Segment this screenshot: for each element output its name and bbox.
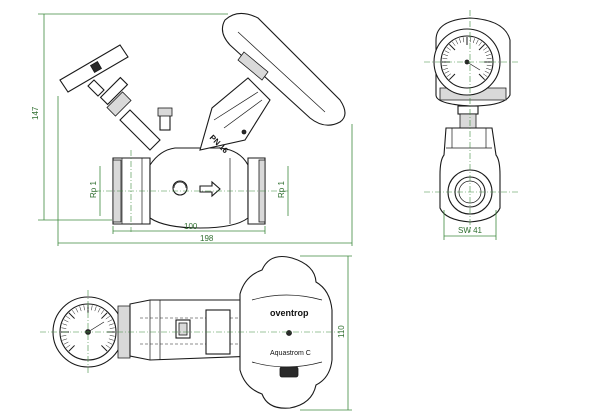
gauge-tick — [61, 327, 67, 329]
gauge-tick — [452, 41, 456, 46]
gauge-tick — [62, 323, 68, 326]
gauge-tick — [66, 315, 71, 320]
gauge-tick — [75, 307, 79, 313]
gauge-tick — [101, 312, 108, 319]
top-handwheel — [239, 255, 333, 409]
gauge-tick — [79, 306, 82, 312]
dim-port-spacing: 100 — [184, 222, 198, 231]
gauge-tick — [446, 73, 451, 77]
dim-wrench-size: SW 41 — [458, 226, 483, 235]
gauge-tick — [68, 345, 75, 352]
gauge-tick — [105, 315, 110, 320]
gauge-tick — [108, 323, 114, 326]
top-view: oventrop Aquastrom C 110 — [40, 255, 352, 411]
dim-thread-right: Rp 1 — [277, 181, 286, 198]
top-handwheel-screw — [286, 330, 292, 336]
gauge-tick — [455, 39, 459, 45]
gauge-tick — [485, 54, 491, 57]
bonnet — [199, 77, 271, 151]
dim-width-front: 198 — [200, 234, 214, 243]
gauge-tick — [101, 345, 108, 352]
drain-port — [172, 180, 188, 196]
gauge-tick — [107, 319, 113, 323]
gauge-tick — [484, 70, 490, 74]
gauge-tick — [97, 307, 101, 313]
gauge-tick — [444, 50, 450, 54]
gauge-tick — [63, 341, 69, 345]
gauge-tick — [483, 73, 488, 77]
gauge-tick — [459, 38, 462, 44]
gauge-tick — [109, 335, 115, 337]
gauge-tick — [478, 43, 486, 51]
gauge-tick — [442, 57, 448, 60]
brand-label: oventrop — [270, 308, 309, 318]
dim-height-front: 147 — [31, 106, 40, 120]
gauge-tick — [469, 37, 472, 43]
gauge-tick — [61, 335, 67, 337]
gauge-tick — [71, 310, 76, 315]
side-gauge-ticks — [442, 37, 492, 81]
gauge-tick — [475, 39, 479, 45]
gauge-tick — [83, 305, 85, 311]
front-view: PN 16 147 Rp 1 Rp 1 100 198 — [31, 12, 353, 246]
gauge-tick — [485, 67, 491, 70]
gauge-tick — [478, 73, 486, 81]
gauge-tick — [100, 310, 105, 315]
gauge-tick — [484, 50, 490, 54]
gauge-tick — [483, 47, 488, 51]
valve-body-center — [149, 147, 249, 229]
gauge-tick — [478, 41, 482, 46]
gauge-tick — [472, 38, 475, 44]
dim-thread-left: Rp 1 — [89, 181, 98, 198]
gauge-tick — [63, 319, 69, 323]
gauge-tick — [107, 341, 113, 345]
gauge-tick — [91, 305, 93, 311]
gauge-tick — [105, 344, 110, 349]
gauge-tick — [462, 37, 465, 43]
logo-badge — [279, 366, 299, 378]
gauge-tick — [448, 43, 456, 51]
small-handwheel-stem — [87, 79, 105, 97]
gauge-tick — [68, 312, 75, 319]
product-label: Aquastrom C — [270, 350, 311, 357]
gauge-tick — [446, 47, 451, 51]
gauge-tick — [442, 64, 448, 67]
gauge-tick — [443, 54, 449, 57]
flow-arrow — [199, 180, 221, 198]
gauge-tick — [94, 306, 97, 312]
dim-height-top: 110 — [337, 325, 346, 338]
gauge-tick — [108, 338, 114, 341]
gauge-tick — [486, 64, 492, 67]
gauge-tick — [444, 70, 450, 74]
gauge-tick — [62, 338, 68, 341]
main-handwheel — [221, 12, 346, 126]
gauge-tick — [109, 327, 115, 329]
gauge-tick — [486, 57, 492, 60]
measuring-stem — [119, 109, 161, 151]
top-body — [129, 299, 259, 361]
gauge-tick — [66, 344, 71, 349]
gauge-tick — [443, 67, 449, 70]
test-point-1 — [159, 113, 171, 131]
gauge-tick — [448, 73, 456, 81]
side-view: SW 41 — [424, 10, 520, 240]
